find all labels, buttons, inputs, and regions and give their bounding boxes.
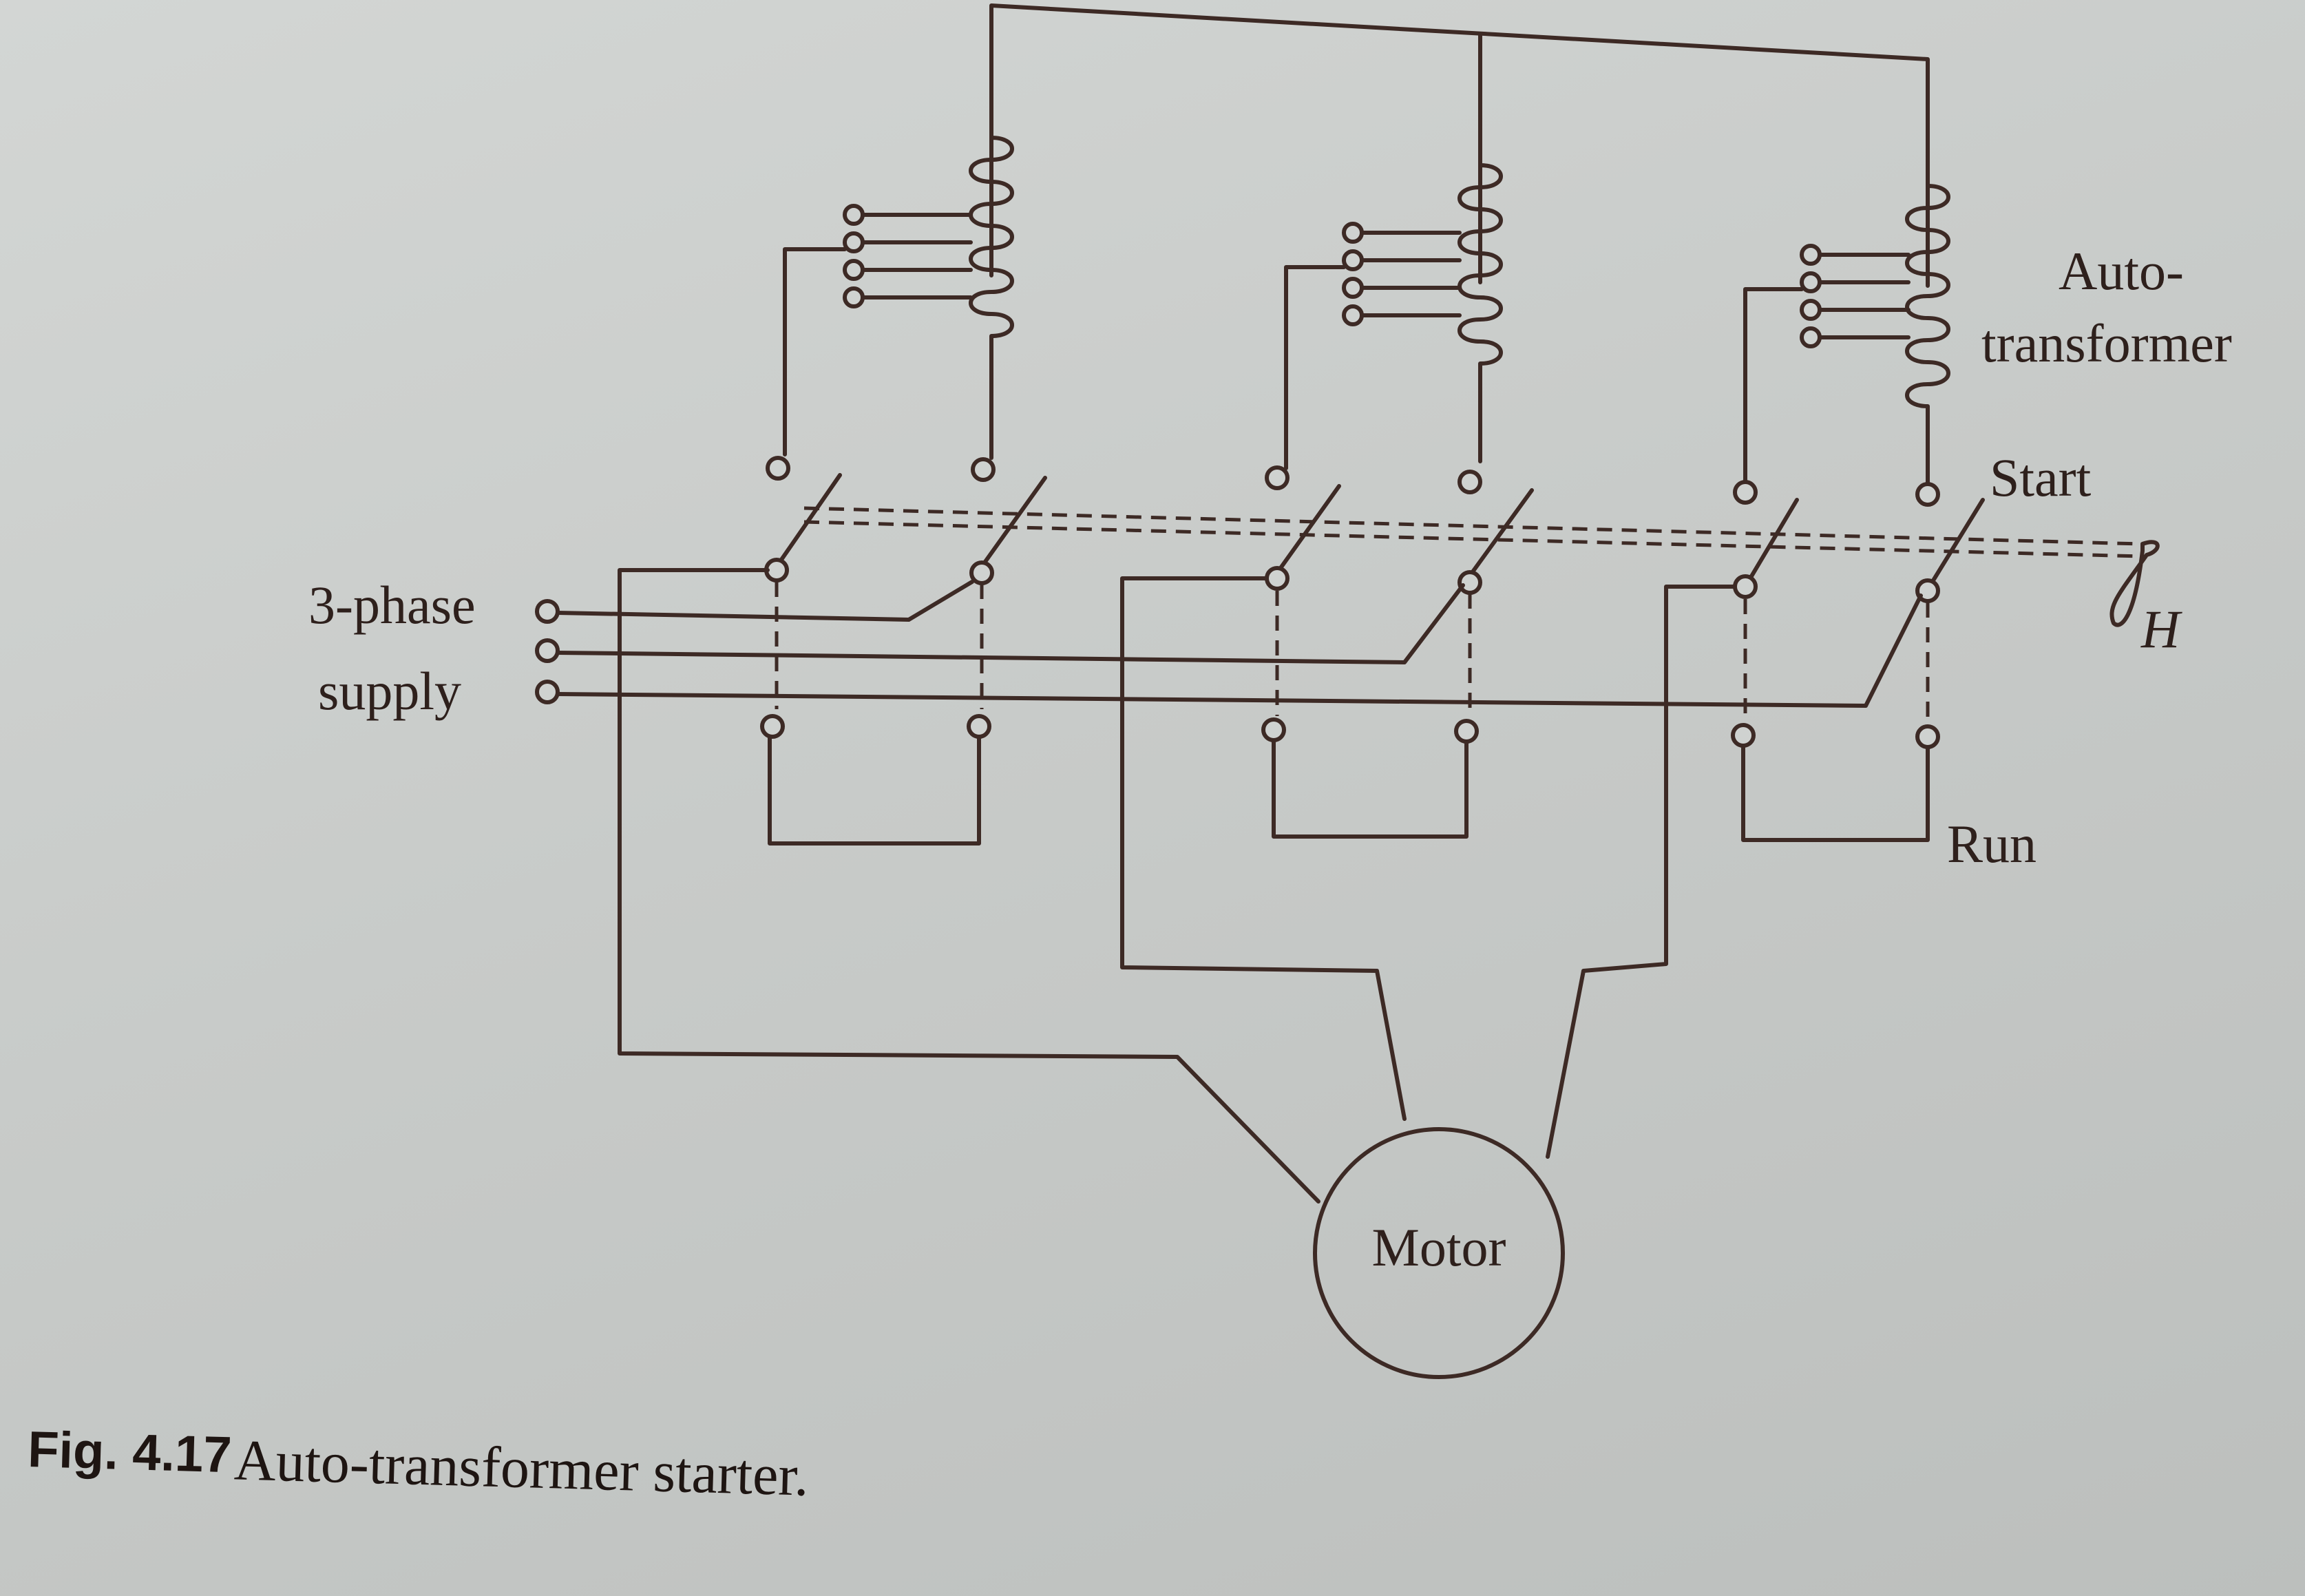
operating-handle[interactable]: H (2109, 540, 2182, 659)
start-contacts (766, 456, 1940, 507)
autotransformer-label-line2: transformer (1981, 313, 2232, 373)
supply-terminals[interactable] (535, 599, 560, 704)
moving-contacts (764, 558, 1940, 603)
motor: Motor (1313, 1127, 1565, 1379)
supply-label-line1: 3-phase (308, 575, 476, 635)
run-contacts (760, 714, 1940, 846)
figure-caption: Fig. 4.17 Auto-transformer starter. (27, 1420, 810, 1509)
star-point-bus (989, 3, 1930, 288)
autotransformer-winding-2 (1284, 163, 1503, 470)
tapping-terminals-2 (1284, 222, 1462, 470)
supply-label-line2: supply (318, 661, 461, 721)
autotransformer-label-line1: Auto- (2059, 241, 2184, 301)
start-label: Start (1990, 448, 2092, 507)
autotransformer-winding-1 (783, 136, 1014, 460)
tapping-terminals-3 (1743, 244, 1911, 484)
run-label: Run (1947, 814, 2036, 874)
autotransformer-winding-3 (1743, 184, 1950, 484)
figure-caption-text: Auto-transformer starter. (233, 1428, 810, 1508)
supply-lines (556, 580, 1923, 708)
switch-blades (776, 473, 1985, 591)
run-links (775, 582, 1930, 723)
handle-label: H (2140, 599, 2182, 659)
figure-number: Fig. 4.17 (27, 1420, 232, 1483)
motor-label: Motor (1372, 1217, 1506, 1277)
motor-feeders (618, 568, 1737, 1204)
tapping-terminals-1 (783, 204, 973, 456)
